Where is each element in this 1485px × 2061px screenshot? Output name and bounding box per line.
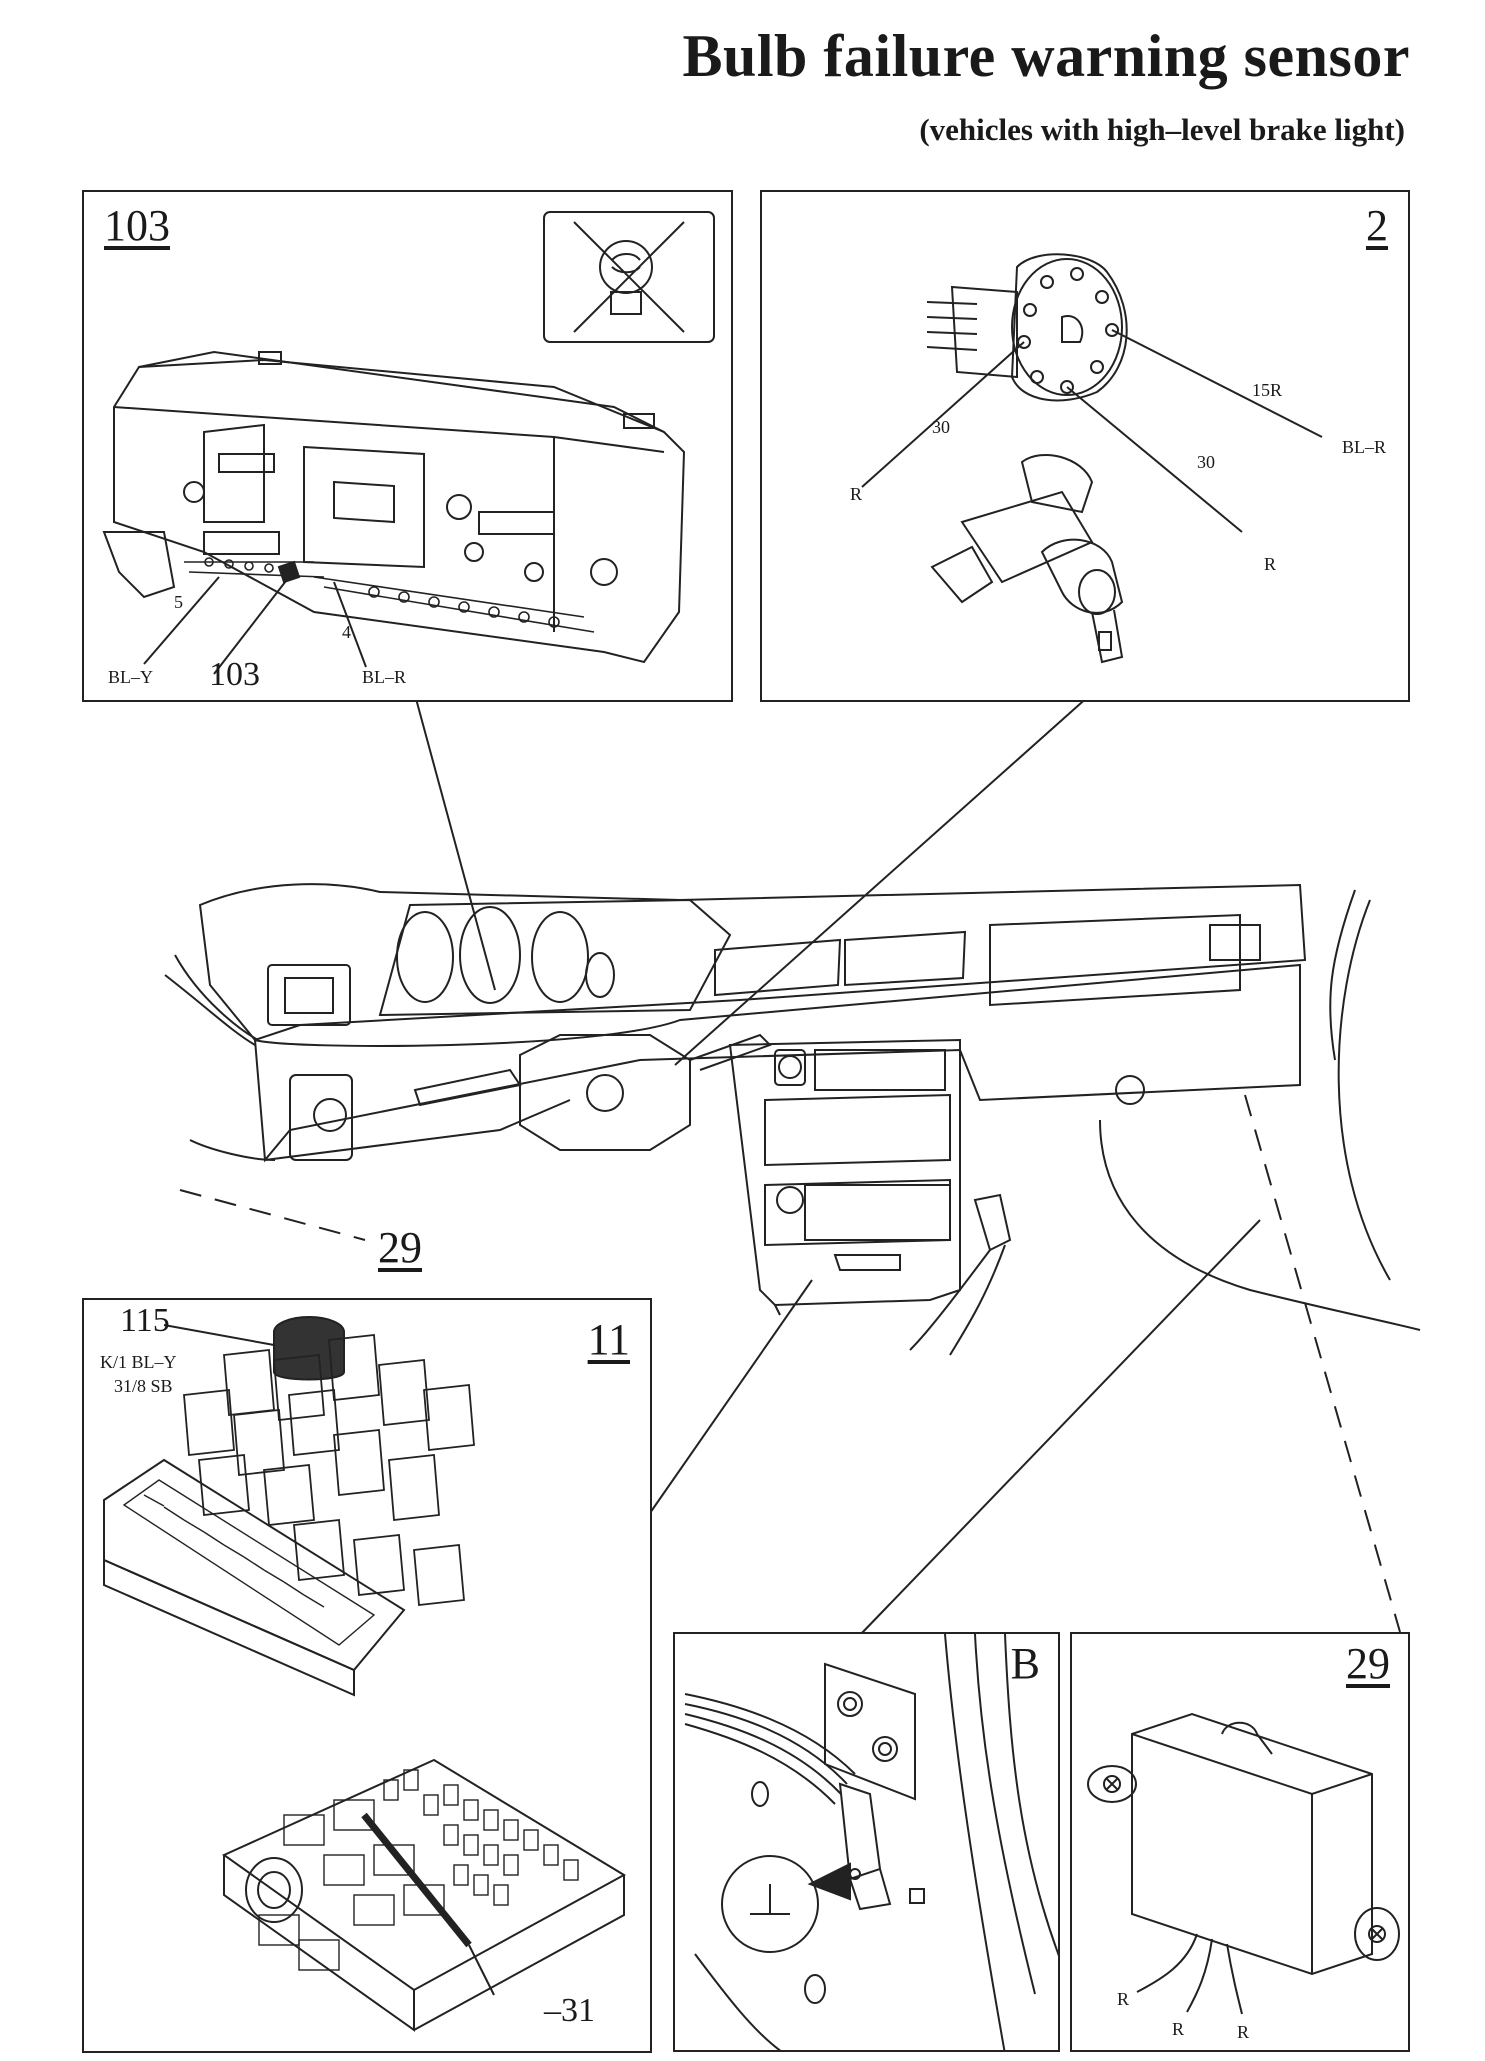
label-connector-103: 103 [209, 656, 260, 693]
label-31-8-sb: 31/8 SB [114, 1376, 173, 1396]
page-title: Bulb failure warning sensor [682, 23, 1410, 89]
label-pin-5: 5 [174, 592, 183, 612]
instrument-cluster-drawing [102, 211, 715, 675]
label-15r: 15R [1252, 380, 1283, 400]
panel-number-29: 29 [1346, 1639, 1390, 1688]
scene-label-29: 29 [378, 1223, 422, 1272]
panel-103-instrument-cluster: 103 5 BL–Y 103 4 BL–R [82, 190, 733, 702]
label-bl-r: BL–R [1342, 437, 1387, 457]
page-subtitle: (vehicles with high–level brake light) [919, 112, 1405, 147]
label-minus-31: –31 [544, 1992, 595, 2029]
ignition-switch-drawing [861, 253, 1323, 664]
panel-b-ground-point: B [673, 1632, 1060, 2052]
label-115: 115 [120, 1302, 170, 1339]
panel-11-relay-box: 11 115 K/1 BL–Y 31/8 SB –31 [82, 1298, 652, 2053]
panel-number-103: 103 [104, 201, 170, 250]
panel-29-warning-sensor: 29 R R R [1070, 1632, 1410, 2052]
relay-box-drawing [103, 1316, 627, 2032]
label-terminal-30-left: 30 [932, 417, 950, 437]
panel-2-ignition-switch: 2 15R BL–R 30 30 R R [760, 190, 1410, 702]
leader-line-11 [649, 1279, 813, 1514]
ground-point-drawing [684, 1634, 1058, 2050]
label-r-wire-1: R [1117, 1989, 1130, 2009]
panel-number-2: 2 [1366, 201, 1388, 250]
label-r-left: R [850, 484, 863, 504]
warning-sensor-drawing [1087, 1712, 1400, 2015]
label-bl-r: BL–R [362, 667, 407, 687]
label-r-bottom: R [1264, 554, 1277, 574]
label-r-wire-3: R [1237, 2022, 1250, 2042]
label-bl-y: BL–Y [108, 667, 153, 687]
label-r-wire-2: R [1172, 2019, 1185, 2039]
leader-line-2 [674, 694, 1091, 1066]
label-terminal-30-right: 30 [1197, 452, 1215, 472]
leader-line-29-left [179, 1189, 366, 1241]
bulb-crossed-icon [573, 221, 685, 333]
label-pin-4: 4 [342, 622, 351, 642]
leader-line-103 [414, 694, 496, 991]
panel-letter-b: B [1010, 1639, 1040, 1688]
label-k1-bl-y: K/1 BL–Y [100, 1352, 177, 1372]
panel-number-11: 11 [587, 1315, 630, 1364]
leader-line-b [859, 1219, 1261, 1636]
leader-line-29-right [1244, 1094, 1401, 1633]
